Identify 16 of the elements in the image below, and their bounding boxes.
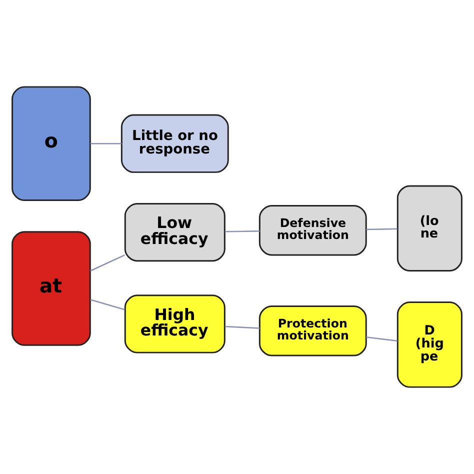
connector bbox=[224, 230, 260, 232]
connector bbox=[90, 299, 125, 310]
node-box: o bbox=[12, 86, 91, 202]
connector bbox=[366, 336, 398, 342]
node-box: (lo ne bbox=[396, 185, 462, 272]
connector bbox=[90, 254, 125, 272]
node-box: Little or no response bbox=[120, 114, 229, 173]
node-box: D (hig pe bbox=[396, 302, 462, 388]
node-box: Low efficacy bbox=[124, 203, 226, 262]
node-box: Protection motivation bbox=[258, 306, 367, 356]
node-box: at bbox=[12, 231, 91, 346]
connector bbox=[90, 142, 122, 144]
connector bbox=[366, 228, 398, 230]
connector bbox=[224, 326, 260, 329]
node-box: High efficacy bbox=[124, 294, 226, 354]
node-box: Defensive motivation bbox=[258, 204, 367, 256]
